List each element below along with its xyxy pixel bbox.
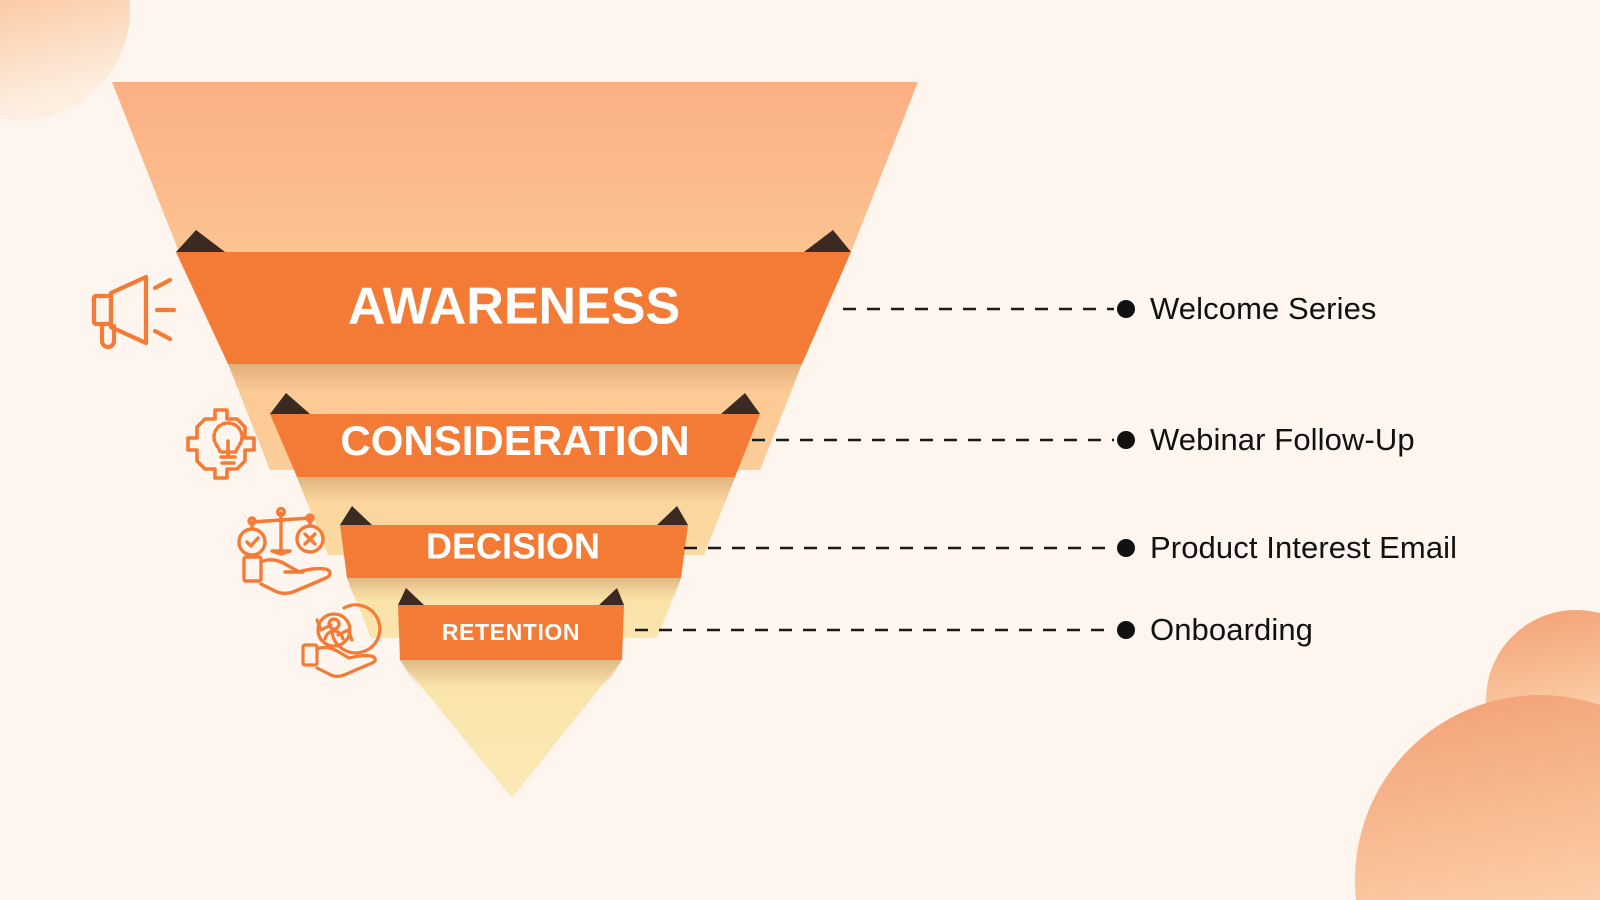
notch-consideration-right (721, 393, 760, 414)
notch-retention-right (599, 588, 624, 605)
notch-awareness-right (804, 230, 851, 252)
decor-circle-bottom-right-large (1355, 695, 1600, 900)
funnel-shadow-2 (297, 477, 735, 502)
callout-dot-2 (1117, 431, 1135, 449)
callout-dot-3 (1117, 539, 1135, 557)
notch-decision-right (657, 506, 688, 525)
funnel-cone-segment-1 (112, 82, 918, 252)
funnel-shadow-1 (228, 364, 802, 392)
funnel-shadow-3 (347, 578, 681, 599)
callout-labels: Welcome Series Webinar Follow-Up Product… (1150, 0, 1600, 900)
callout-label-product-interest-email[interactable]: Product Interest Email (1150, 530, 1458, 565)
funnel-label-retention: RETENTION (442, 619, 580, 645)
notch-awareness-left (176, 230, 225, 252)
callout-label-onboarding[interactable]: Onboarding (1150, 612, 1314, 647)
decor-circle-top-left (0, 0, 130, 120)
customer-retention-hand-icon (301, 603, 382, 678)
funnel-band-decision[interactable] (340, 525, 688, 578)
funnel-cone-tip (400, 660, 622, 798)
gear-lightbulb-icon (186, 408, 256, 480)
funnel-shadow-4 (400, 660, 622, 688)
funnel-label-consideration: CONSIDERATION (340, 417, 689, 464)
megaphone-icon (91, 274, 177, 350)
funnel-band-retention[interactable] (398, 605, 624, 660)
callout-label-webinar-follow-up[interactable]: Webinar Follow-Up (1150, 422, 1415, 457)
notch-consideration-left (270, 393, 310, 414)
callout-dot-4 (1117, 621, 1135, 639)
funnel-label-awareness: AWARENESS (348, 278, 680, 336)
funnel-label-decision: DECISION (426, 526, 600, 567)
notch-retention-left (398, 588, 424, 605)
funnel-band-awareness[interactable] (176, 252, 851, 364)
notch-decision-left (340, 506, 372, 525)
funnel-band-consideration[interactable] (270, 414, 760, 477)
balance-scale-hand-icon (237, 506, 332, 596)
callout-label-welcome-series[interactable]: Welcome Series (1150, 291, 1377, 326)
callout-dot-1 (1117, 300, 1135, 318)
